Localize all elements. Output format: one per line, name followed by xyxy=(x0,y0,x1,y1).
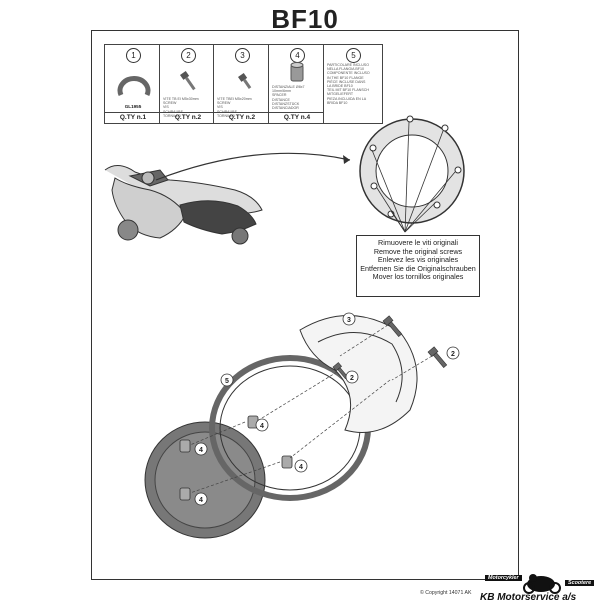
screw-icon xyxy=(238,72,252,89)
drawing-frame xyxy=(91,30,519,580)
part-description: VITE TBEI M5x20mm SCREW VIS SCHRAUBE TOR… xyxy=(217,97,252,118)
part-number: 2 xyxy=(181,48,196,63)
callout-4: 4 xyxy=(199,497,203,504)
note-line-en: Remove the original screws xyxy=(373,246,463,256)
dealer-logo: Motorcykler Scootere KB Motorservice a/s xyxy=(475,566,610,610)
callout-4: 4 xyxy=(299,464,303,471)
note-line-es: Mover los tornillos originales xyxy=(372,272,464,282)
callout-4: 4 xyxy=(260,423,264,430)
part-qty: Q.TY n.4 xyxy=(269,112,325,123)
callout-3: 3 xyxy=(347,317,351,324)
part-panel-1: 1 GL1955 Q.TY n.1 xyxy=(104,44,162,124)
callout-bubbles xyxy=(194,312,460,506)
part-description: PARTICOLARE INCLUSO NELLA FLANGIA BF10 C… xyxy=(327,63,370,105)
motorcycle-illustration xyxy=(104,165,263,245)
part-qty: Q.TY n.1 xyxy=(105,112,161,123)
page-title: BF10 xyxy=(271,4,339,34)
note-line-fr: Enlevez les vis originales xyxy=(377,255,459,265)
tank-ring-detail xyxy=(359,115,465,233)
note-line-it: Rimuovere le viti originali xyxy=(378,238,458,247)
callout-2: 2 xyxy=(350,375,354,382)
part-panel-5: 5 PARTICOLARE INCLUSO NELLA FLANGIA BF10… xyxy=(323,44,383,124)
logo-tag-motorcycles: Motorcykler xyxy=(485,575,522,581)
screw-icon xyxy=(180,70,196,91)
flange-plate xyxy=(299,315,418,433)
ring-icon xyxy=(117,76,151,97)
copyright: © Copyright 14071 AK xyxy=(420,590,472,596)
part-qty: Q.TY n.2 xyxy=(214,112,270,123)
spacers xyxy=(179,415,293,501)
part-number: 1 xyxy=(126,48,141,63)
part-code: GL1955 xyxy=(124,104,142,109)
part-description: VITE TB EI M5x30mm SCREW VIS SCHRAUBE TO… xyxy=(163,97,199,118)
callout-5: 5 xyxy=(225,378,229,385)
spacer-icon xyxy=(290,62,304,82)
screws xyxy=(332,315,448,380)
part-panel-4: 4 DISTANZIALE Ø8x7 10mm/6mm SPACER DISTA… xyxy=(268,44,326,124)
motorbike-rider-icon xyxy=(523,574,561,594)
logo-tag-scooters: Scootere xyxy=(565,580,595,586)
part-number: 3 xyxy=(235,48,250,63)
base-plate xyxy=(144,421,266,539)
callout-2: 2 xyxy=(451,351,455,358)
callout-4: 4 xyxy=(199,447,203,454)
note-line-de: Entfernen Sie die Originalschrauben xyxy=(360,263,476,273)
instruction-note: Rimuovere le viti originali Remove the o… xyxy=(356,235,480,297)
part-qty: Q.TY n.2 xyxy=(160,112,216,123)
logo-brand: KB Motorservice a/s xyxy=(480,592,577,603)
part-number: 5 xyxy=(346,48,361,63)
part-description: DISTANZIALE Ø8x7 10mm/6mm SPACER DISTANC… xyxy=(272,85,305,111)
